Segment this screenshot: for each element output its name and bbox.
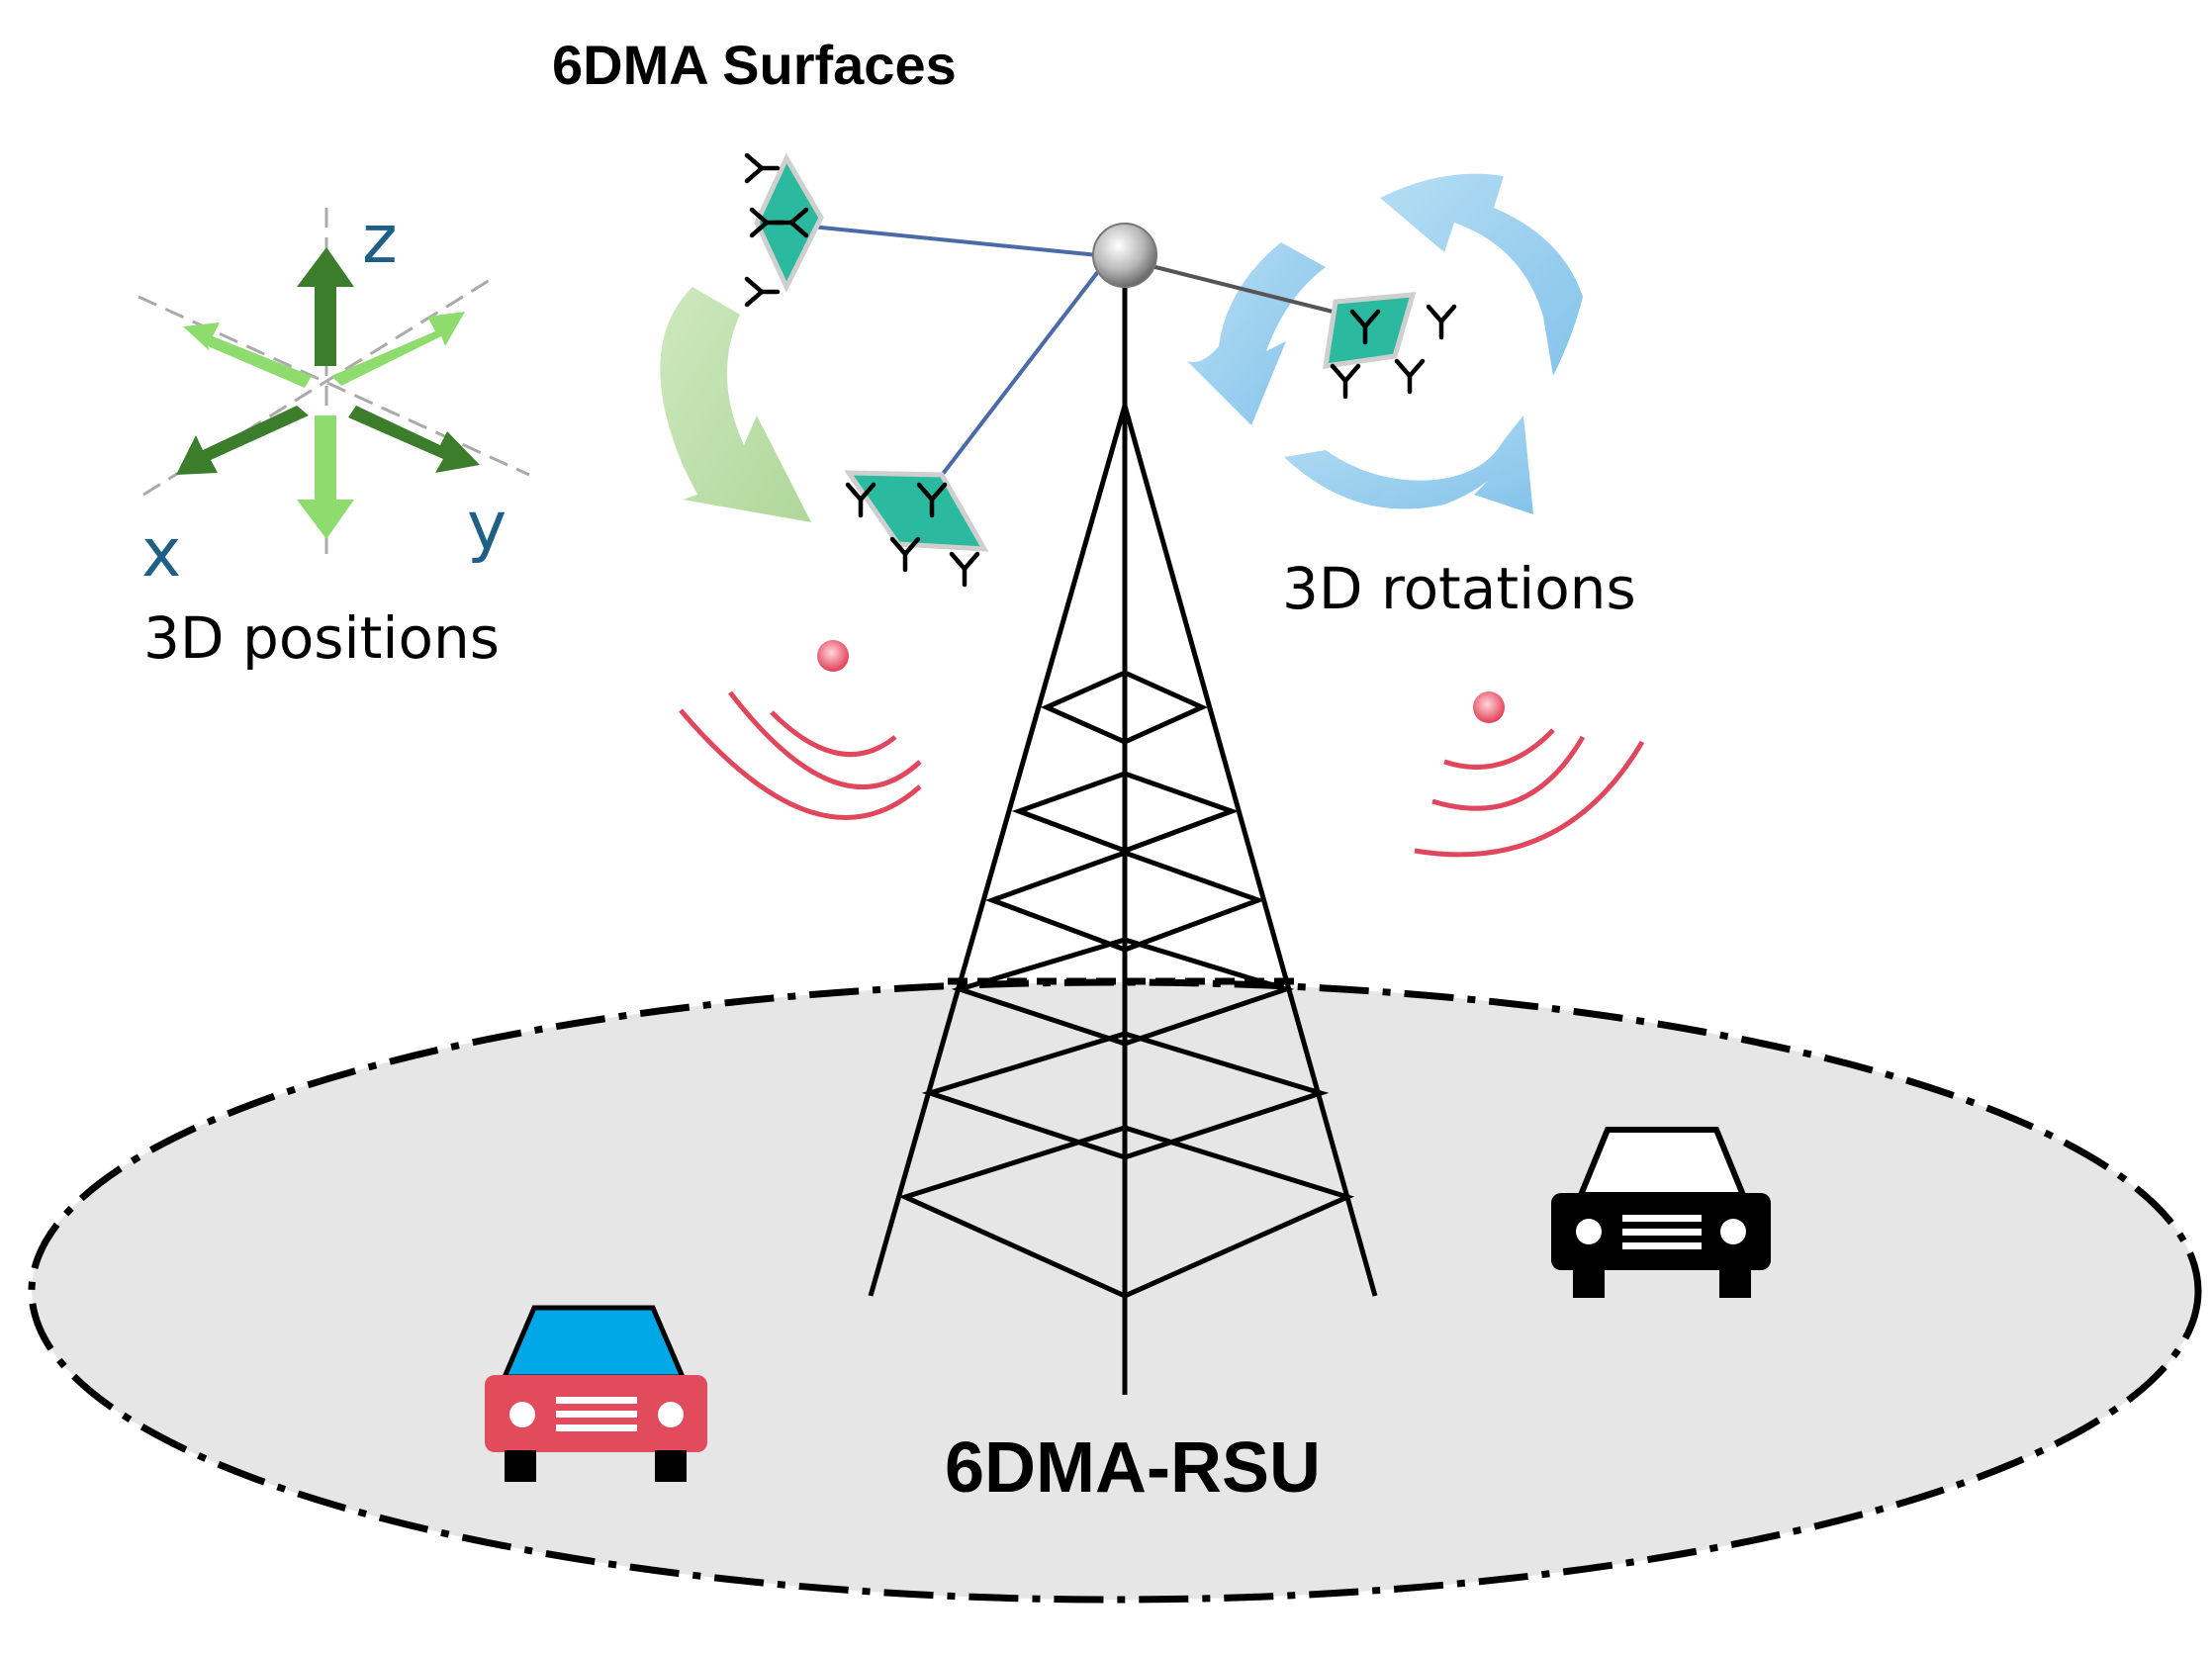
signal-wave-icon [679,640,922,820]
link-line [790,223,1099,257]
6dma-surface [1323,292,1454,397]
position-move-arrow [660,287,811,522]
car-icon [485,1305,707,1482]
hub-sphere-icon [1092,223,1157,288]
6dma-surface [844,470,989,585]
axis-label-x: x [141,514,181,593]
signal-wave-icon [1414,691,1645,858]
6dma-surface [747,152,824,305]
3d-axes-icon [138,208,530,564]
car-icon [1551,1127,1771,1298]
link-line [1147,263,1361,321]
rotations-label: 3D rotations [1282,555,1636,622]
surfaces-title: 6DMA Surfaces [552,34,957,96]
axis-label-z: z [362,201,398,279]
rotation-arrows-icon [1187,173,1583,514]
link-line [938,263,1105,480]
rsu-label: 6DMA-RSU [945,1428,1321,1508]
positions-label: 3D positions [143,604,500,672]
rsu-tower [868,287,1378,1395]
axis-label-y: y [467,488,507,566]
